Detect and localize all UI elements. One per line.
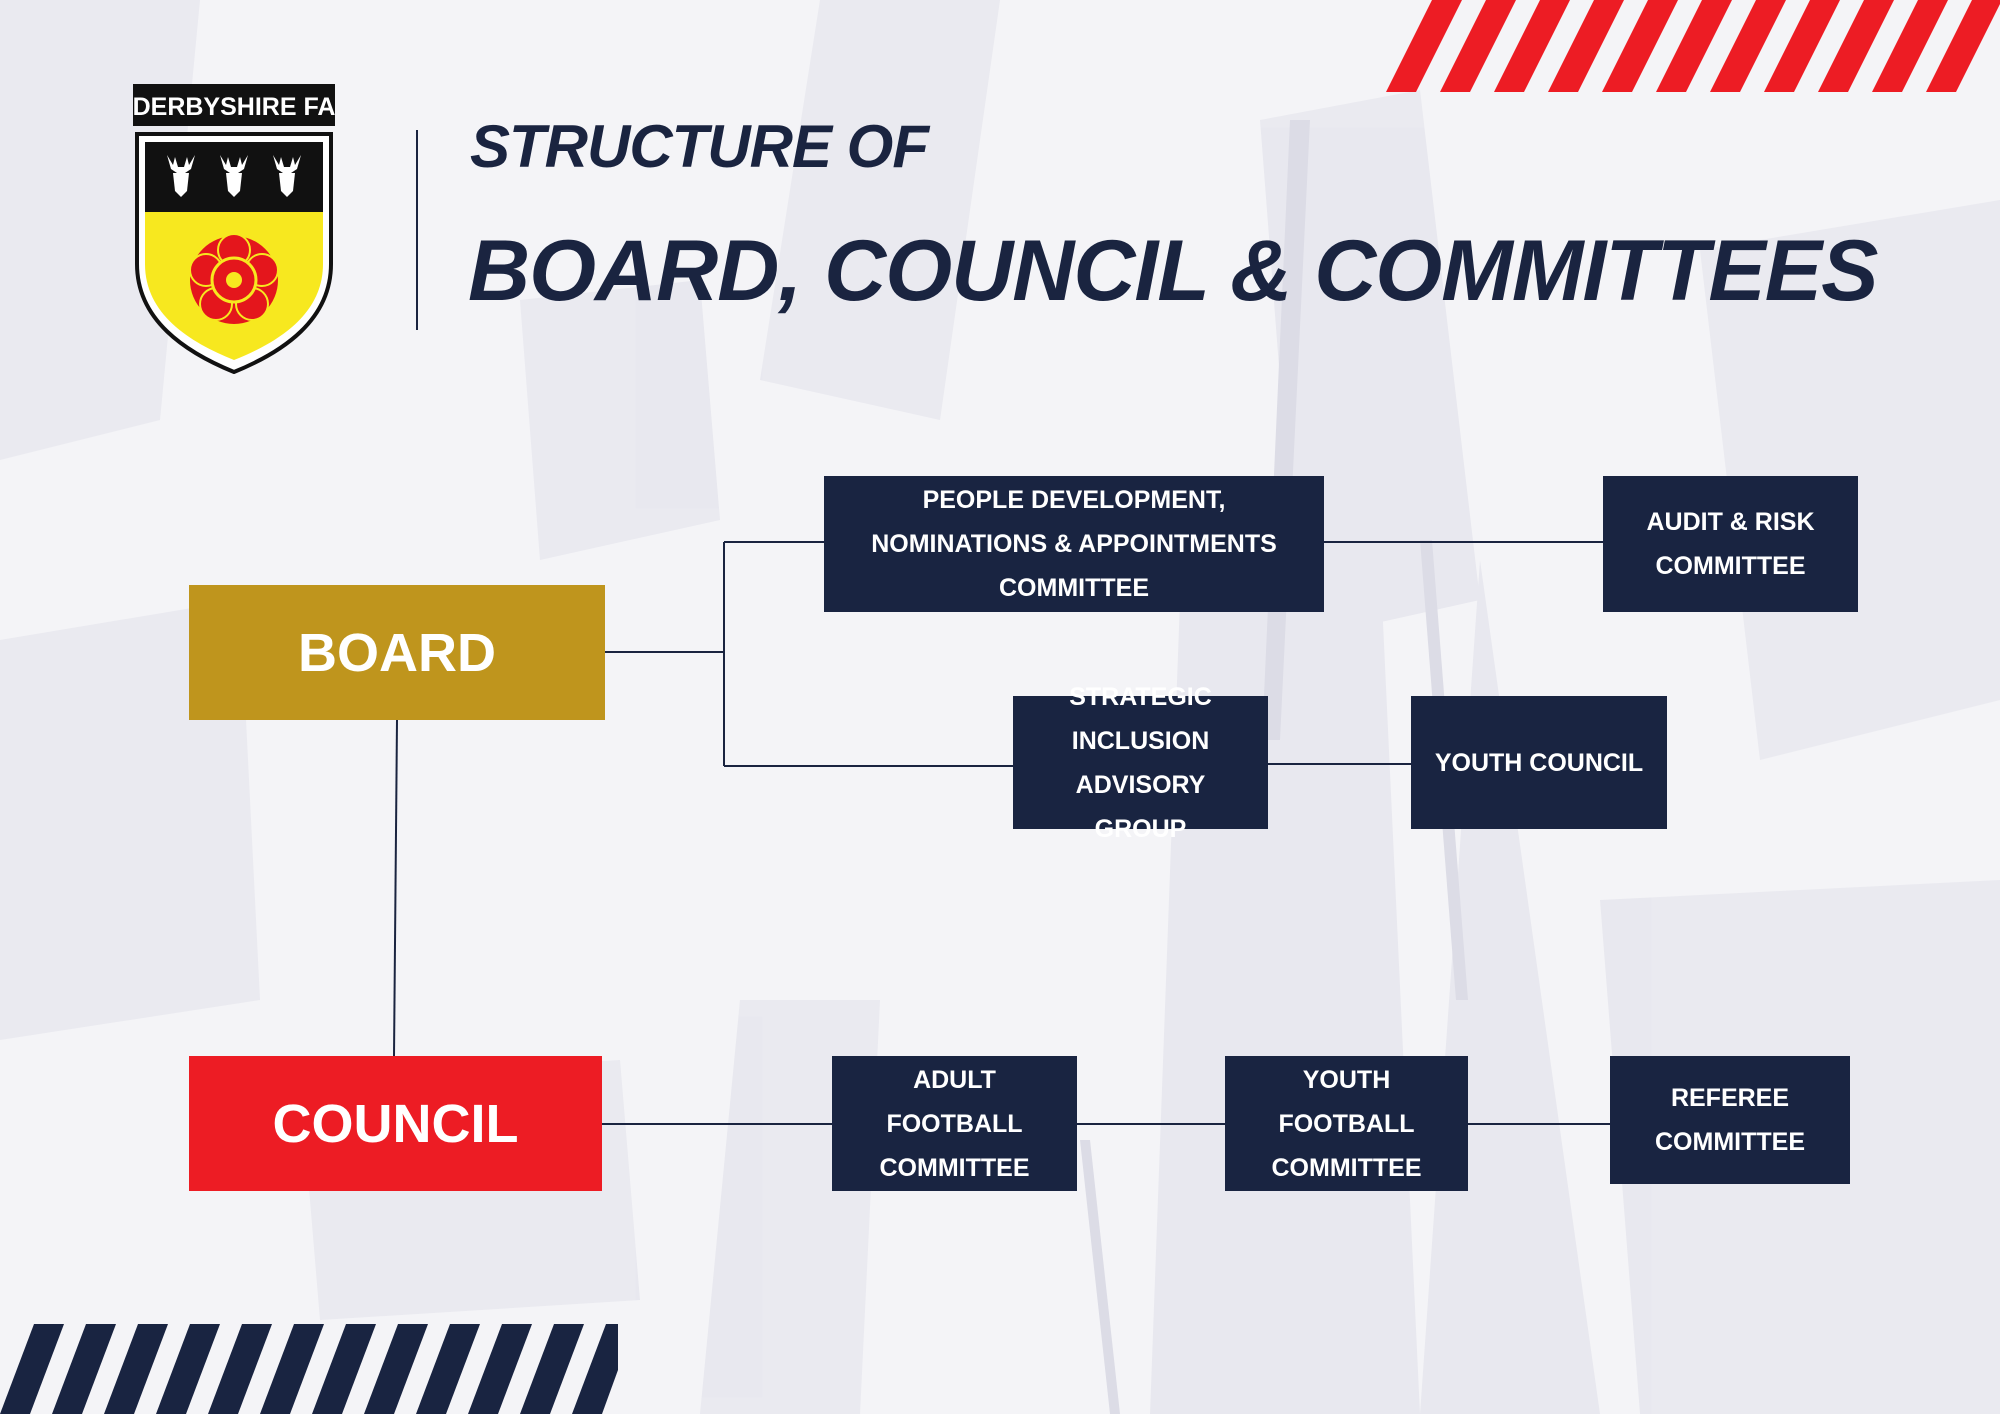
youth-council-label: YOUTH COUNCIL xyxy=(1434,748,1644,777)
people-development-committee-box: PEOPLE DEVELOPMENT, NOMINATIONS & APPOIN… xyxy=(824,476,1324,612)
tudor-rose-icon xyxy=(189,233,279,324)
board-label: BOARD xyxy=(298,622,496,683)
derbyshire-fa-crest-logo: DERBYSHIRE FA xyxy=(133,84,335,374)
youth-football-committee-box: YOUTH FOOTBALL COMMITTEE xyxy=(1225,1056,1468,1191)
navy-stripes-bottom-left xyxy=(0,1324,618,1414)
referee-committee-label: REFEREE COMMITTEE xyxy=(1655,1084,1805,1156)
people-development-committee-label: PEOPLE DEVELOPMENT, NOMINATIONS & APPOIN… xyxy=(871,486,1277,602)
referee-committee-box: REFEREE COMMITTEE xyxy=(1610,1056,1850,1184)
audit-risk-committee-label: AUDIT & RISK COMMITTEE xyxy=(1646,508,1815,580)
strategic-inclusion-advisory-group-label: STRATEGIC INCLUSION ADVISORY GROUP xyxy=(1069,682,1212,843)
youth-council-box: YOUTH COUNCIL xyxy=(1411,696,1667,829)
header-divider xyxy=(416,130,418,330)
youth-football-committee-label: YOUTH FOOTBALL COMMITTEE xyxy=(1271,1065,1422,1182)
strategic-inclusion-advisory-group-box: STRATEGIC INCLUSION ADVISORY GROUP xyxy=(1013,683,1268,843)
audit-risk-committee-box: AUDIT & RISK COMMITTEE xyxy=(1603,476,1858,612)
board-box: BOARD xyxy=(189,585,605,720)
adult-football-committee-box: ADULT FOOTBALL COMMITTEE xyxy=(832,1056,1077,1191)
edge-board-to-council xyxy=(393,719,398,1057)
crest-label: DERBYSHIRE FA xyxy=(133,93,335,121)
council-label: COUNCIL xyxy=(272,1093,519,1154)
title-line-1: STRUCTURE OF xyxy=(470,113,929,180)
red-stripes-top-right xyxy=(1386,0,2000,92)
stag-head-icons xyxy=(167,155,301,197)
title-line-2: BOARD, COUNCIL & COMMITTEES xyxy=(468,223,1879,319)
council-box: COUNCIL xyxy=(189,1056,602,1191)
adult-football-committee-label: ADULT FOOTBALL COMMITTEE xyxy=(879,1065,1030,1182)
